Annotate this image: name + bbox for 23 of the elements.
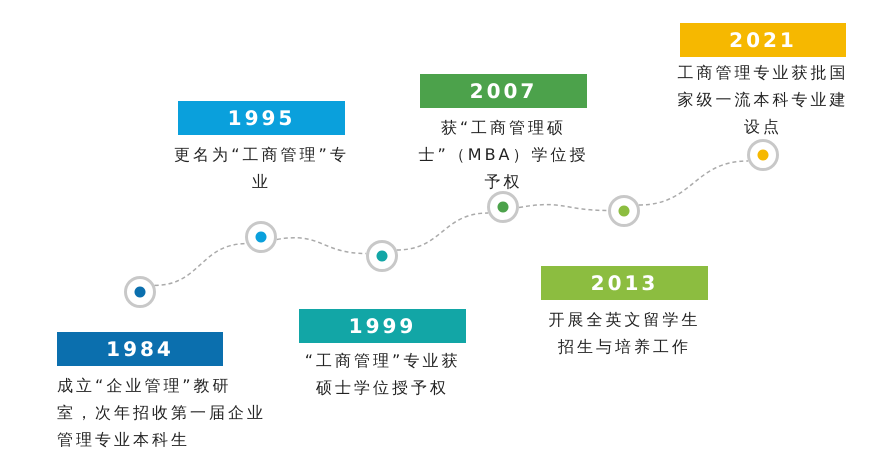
milestone-text: “工商管理”专业获硕士学位授予权 (304, 350, 462, 399)
year-band: 2013 (541, 266, 708, 300)
dashed-connector (638, 160, 748, 206)
milestone-text: 开展全英文留学生招生与培养工作 (548, 309, 702, 358)
timeline-dot (366, 240, 398, 272)
year-band: 2007 (420, 74, 587, 108)
timeline-dot (608, 195, 640, 227)
milestone-text: 成立“企业管理”教研室，次年招收第一届企业管理专业本科生 (57, 375, 267, 451)
timeline-dot (124, 276, 156, 308)
dashed-connector (518, 204, 608, 212)
dashed-connector (396, 212, 488, 251)
timeline-dot (245, 221, 277, 253)
year-band: 1995 (178, 101, 345, 135)
timeline-dot (487, 191, 519, 223)
milestone-text: 工商管理专业获批国家级一流本科专业建设点 (676, 62, 850, 138)
timeline-dot (747, 139, 779, 171)
year-band: 1984 (57, 332, 223, 366)
year-band: 1999 (299, 309, 466, 343)
milestone-text: 获“工商管理硕士”（MBA）学位授予权 (417, 117, 590, 193)
milestone-text: 更名为“工商管理”专业 (173, 144, 350, 193)
year-band: 2021 (680, 23, 846, 57)
dashed-connector (154, 242, 246, 286)
dashed-connector (276, 237, 366, 254)
